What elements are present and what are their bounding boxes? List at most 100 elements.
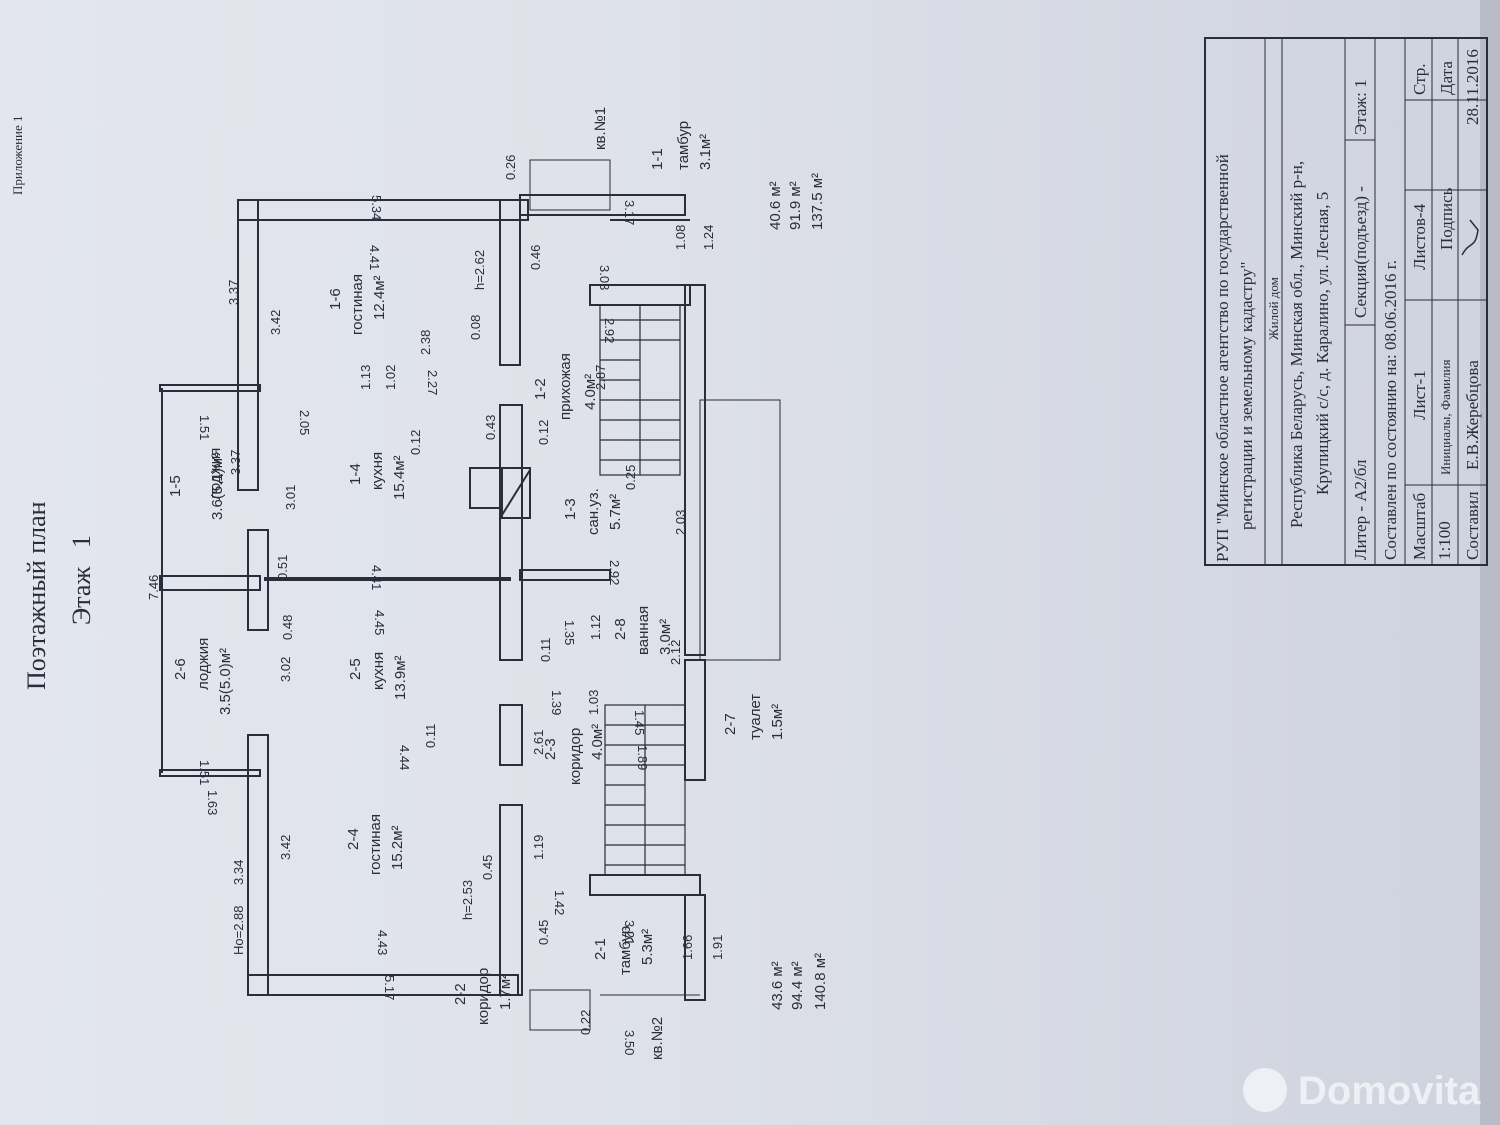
svg-text:1.24: 1.24	[701, 225, 716, 250]
svg-text:0.51: 0.51	[275, 555, 290, 580]
svg-text:0.46: 0.46	[528, 245, 543, 270]
wall-left-bottom	[247, 734, 269, 996]
tb-sign-header: Подпись	[1437, 187, 1456, 250]
svg-text:1.35: 1.35	[562, 620, 577, 645]
room-1-1: 1-1 тамбур 3.1м²	[649, 121, 714, 170]
svg-text:Ho=2.88: Ho=2.88	[231, 905, 246, 955]
svg-text:15.4м²: 15.4м²	[391, 455, 408, 500]
tb-org: РУП "Минское областное агентство по госу…	[1213, 154, 1232, 562]
svg-text:0.12: 0.12	[536, 420, 551, 445]
svg-text:13.9м²: 13.9м²	[392, 655, 409, 700]
svg-text:сан.уз.: сан.уз.	[585, 488, 602, 535]
tb-composed-header: Составил	[1463, 491, 1482, 560]
svg-text:43.6 м²: 43.6 м²	[769, 961, 786, 1010]
svg-text:2-4: 2-4	[345, 828, 362, 850]
svg-text:1-1: 1-1	[649, 148, 666, 170]
room-2-3: 2-3 коридор 4.0м²	[542, 724, 606, 785]
svg-text:1.7м²: 1.7м²	[497, 974, 514, 1010]
svg-text:2.92: 2.92	[602, 318, 617, 343]
svg-text:кухня: кухня	[370, 652, 387, 690]
svg-text:4.41: 4.41	[367, 245, 382, 270]
svg-text:94.4 м²: 94.4 м²	[789, 961, 806, 1010]
room-2-1: 2-1 тамбур 5.3м²	[592, 926, 656, 975]
svg-text:2.92: 2.92	[607, 560, 622, 585]
svg-text:3.03: 3.03	[597, 265, 612, 290]
svg-text:2.12: 2.12	[668, 640, 683, 665]
paper-edge	[1480, 0, 1500, 1125]
tb-org2: регистрации и земельному кадастру"	[1237, 262, 1256, 530]
svg-text:0.11: 0.11	[423, 724, 438, 748]
svg-text:137.5 м²: 137.5 м²	[809, 173, 826, 230]
tb-address1: Республика Беларусь, Минская обл., Минск…	[1287, 161, 1306, 528]
svg-text:1.51: 1.51	[197, 760, 212, 785]
svg-text:2.38: 2.38	[418, 330, 433, 355]
svg-text:1.08: 1.08	[673, 225, 688, 250]
svg-text:12.4м²: 12.4м²	[371, 275, 388, 320]
wall-mid-2	[499, 704, 523, 766]
tb-date-header: Дата	[1437, 61, 1456, 95]
svg-text:3.50: 3.50	[622, 1030, 637, 1055]
totals-apt1: 40.6 м² 91.9 м² 137.5 м²	[767, 173, 826, 230]
loggia-2-wall	[159, 769, 261, 777]
tb-scale-header: Масштаб	[1410, 493, 1429, 560]
stairs-2	[604, 704, 686, 876]
signature-mark	[1461, 219, 1479, 256]
svg-text:1.63: 1.63	[205, 790, 220, 815]
svg-text:5.34: 5.34	[369, 195, 384, 220]
room-2-2: 2-2 коридор 1.7м²	[452, 968, 514, 1025]
svg-text:5.3м²: 5.3м²	[639, 929, 656, 965]
svg-text:2.05: 2.05	[297, 410, 312, 435]
tb-section: Секция(подъезд) -	[1351, 186, 1370, 318]
svg-text:0.08: 0.08	[468, 315, 483, 340]
room-2-8: 2-8 ванная 3.0м²	[612, 606, 674, 655]
wall-top	[237, 199, 529, 221]
svg-text:лоджия: лоджия	[207, 448, 224, 500]
svg-text:2-5: 2-5	[347, 658, 364, 680]
svg-text:1-4: 1-4	[347, 463, 364, 485]
wall-right	[684, 284, 706, 656]
svg-text:2.61: 2.61	[531, 730, 546, 755]
room-2-4: 2-4 гостиная 15.2м²	[345, 814, 406, 875]
svg-text:1.03: 1.03	[586, 690, 601, 715]
stairs-1	[599, 304, 681, 476]
svg-text:3.6(5.1)м²: 3.6(5.1)м²	[209, 453, 226, 520]
svg-text:140.8 м²: 140.8 м²	[812, 953, 829, 1010]
tb-initials-header: Инициалы, Фамилия	[1438, 360, 1453, 475]
watermark: Domovita	[1243, 1068, 1481, 1113]
svg-text:1.42: 1.42	[552, 890, 567, 915]
svg-text:3.1м²: 3.1м²	[697, 134, 714, 170]
svg-text:ванная: ванная	[635, 606, 652, 655]
tb-sheet-header: Лист-1	[1410, 370, 1429, 420]
svg-text:h=2.53: h=2.53	[460, 880, 475, 920]
svg-text:3.5(5.0)м²: 3.5(5.0)м²	[217, 648, 234, 715]
svg-text:1.66: 1.66	[680, 935, 695, 960]
room-1-2: 1-2 прихожая 4.0м²	[532, 353, 599, 420]
svg-text:1.91: 1.91	[710, 935, 725, 960]
room-1-4: 1-4 кухня 15.4м²	[347, 452, 408, 500]
svg-text:2-1: 2-1	[592, 938, 609, 960]
svg-text:2-7: 2-7	[722, 713, 739, 735]
svg-text:2-3: 2-3	[542, 738, 559, 760]
svg-text:1-3: 1-3	[562, 498, 579, 520]
wall-mid-bottom	[499, 804, 523, 996]
svg-text:3.01: 3.01	[283, 485, 298, 510]
tb-date: 28.11.2016	[1463, 49, 1482, 125]
apt1-label: кв.№1	[592, 107, 609, 150]
room-1-6: 1-6 гостиная 12.4м²	[327, 274, 388, 335]
floor-value: 1	[67, 535, 96, 548]
room-2-5: 2-5 кухня 13.9м²	[347, 652, 409, 700]
svg-text:кухня: кухня	[369, 452, 386, 490]
svg-text:0.26: 0.26	[503, 155, 518, 180]
wall-mid-top	[499, 199, 521, 366]
watermark-text: Domovita	[1298, 1069, 1481, 1113]
svg-text:3.34: 3.34	[231, 860, 246, 885]
tb-address2: Крупицкий с/с, д. Каралино, ул. Лесная, …	[1313, 192, 1332, 495]
svg-text:2.27: 2.27	[425, 370, 440, 395]
totals-apt2: 43.6 м² 94.4 м² 140.8 м²	[769, 953, 829, 1010]
svg-text:гостиная: гостиная	[367, 814, 384, 875]
title-block: РУП "Минское областное агентство по госу…	[1204, 37, 1488, 566]
tb-liter: Литер - А2/бл	[1351, 459, 1370, 560]
svg-text:4.0м²: 4.0м²	[589, 724, 606, 760]
apt2-label: кв.№2	[649, 1017, 666, 1060]
svg-text:3.02: 3.02	[278, 657, 293, 682]
